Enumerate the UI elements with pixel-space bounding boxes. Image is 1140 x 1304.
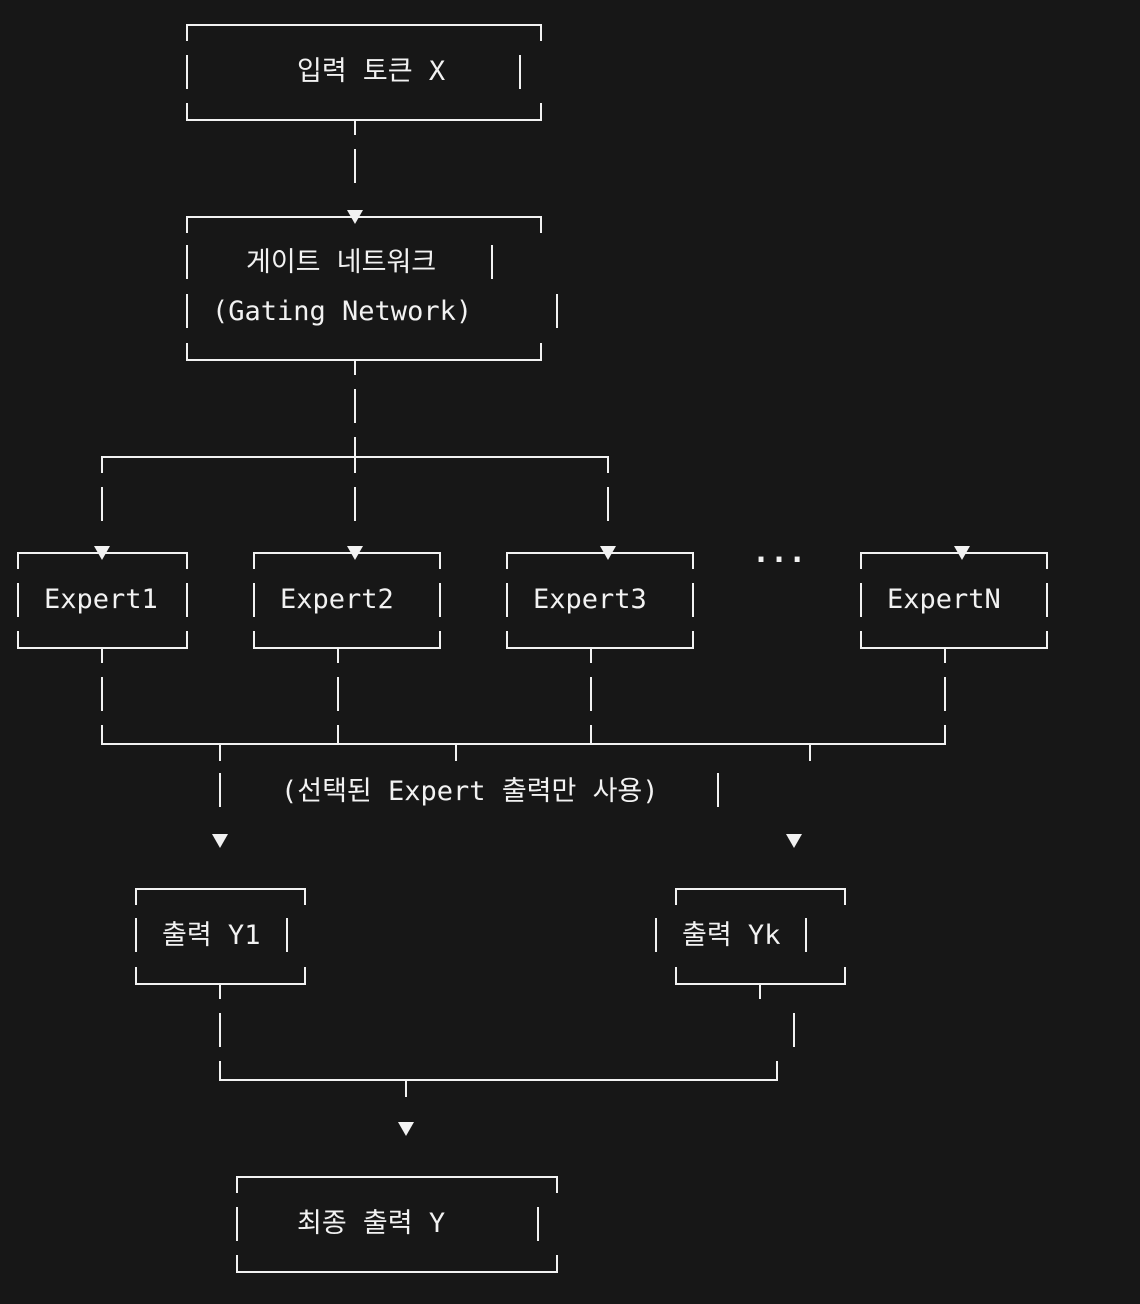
expert-1-label: Expert1 [44, 584, 158, 615]
output-y1-box: 출력 Y1 [135, 888, 306, 985]
expert-ellipsis: ... [752, 535, 806, 570]
arrow-down-icon [212, 834, 228, 848]
selection-note-label: (선택된 Expert 출력만 사용) [281, 776, 659, 807]
output-yk-label: 출력 Yk [682, 920, 780, 951]
expert-1-box: Expert1 [17, 552, 188, 649]
connector-experts-to-selection: (선택된 Expert 출력만 사용) [101, 649, 946, 848]
connector-gate-to-experts [94, 361, 970, 560]
final-output-label: 최종 출력 Y [297, 1208, 445, 1239]
final-output-box: 최종 출력 Y [236, 1176, 558, 1273]
expert-n-label: ExpertN [887, 584, 1001, 615]
connector-outputs-to-final [219, 985, 795, 1136]
expert-3-label: Expert3 [533, 584, 647, 615]
output-yk-box: 출력 Yk [655, 888, 846, 985]
expert-3-box: Expert3 [506, 552, 694, 649]
arrow-down-icon [786, 834, 802, 848]
connector-input-to-gate [347, 121, 363, 224]
gating-network-label-ko: 게이트 네트워크 [246, 247, 436, 278]
arrow-down-icon [398, 1122, 414, 1136]
expert-2-box: Expert2 [253, 552, 441, 649]
expert-n-box: ExpertN [860, 552, 1048, 649]
gating-network-box: 게이트 네트워크 (Gating Network) [186, 216, 558, 361]
output-y1-label: 출력 Y1 [162, 920, 260, 951]
input-token-label: 입력 토큰 X [297, 56, 445, 87]
input-token-box: 입력 토큰 X [186, 24, 542, 121]
gating-network-label-en: (Gating Network) [212, 296, 472, 327]
expert-2-label: Expert2 [280, 584, 394, 615]
